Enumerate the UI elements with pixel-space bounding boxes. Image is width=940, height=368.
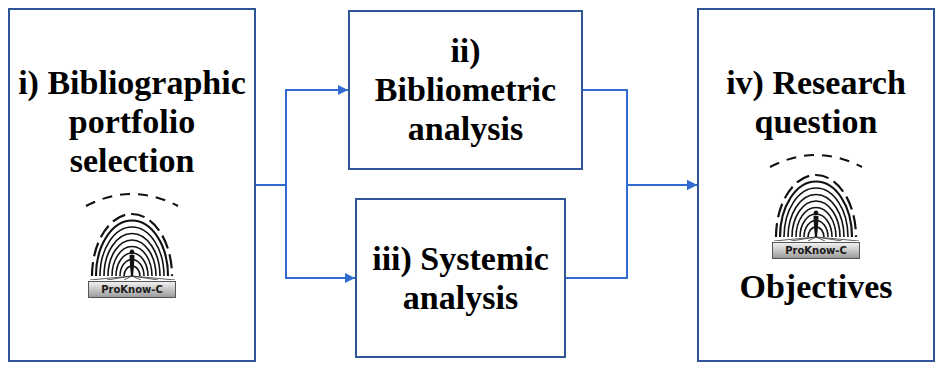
box-content: iii) Systemic analysis (357, 233, 564, 323)
box-content: ii) Bibliometric analysis (350, 25, 581, 154)
connector-arrow (256, 90, 348, 185)
box-heading: iv) Research question (707, 63, 925, 141)
box-heading: ii) Bibliometric analysis (358, 31, 573, 148)
box-heading: i) Bibliographic portfolio selection (18, 63, 246, 180)
process-box: iv) Research questionProKnow-C Objectives (697, 8, 935, 362)
box-content: iv) Research questionProKnow-C Objectives (699, 57, 933, 312)
proknow-logo: ProKnow-C (768, 149, 864, 261)
proknow-logo: ProKnow-C (84, 188, 180, 300)
box-heading: Objectives (740, 267, 893, 306)
logo-label: ProKnow-C (88, 281, 176, 298)
logo-label: ProKnow-C (772, 242, 860, 259)
connector-arrow (256, 185, 355, 278)
process-box: ii) Bibliometric analysis (348, 10, 583, 170)
process-box: iii) Systemic analysis (355, 198, 566, 358)
box-heading: iii) Systemic analysis (365, 239, 556, 317)
tunnel-logo (768, 149, 864, 241)
tunnel-logo (84, 188, 180, 280)
connector-arrow (566, 185, 697, 278)
connector-arrow (583, 90, 697, 185)
box-content: i) Bibliographic portfolio selectionProK… (10, 57, 254, 312)
process-box: i) Bibliographic portfolio selectionProK… (8, 8, 256, 362)
